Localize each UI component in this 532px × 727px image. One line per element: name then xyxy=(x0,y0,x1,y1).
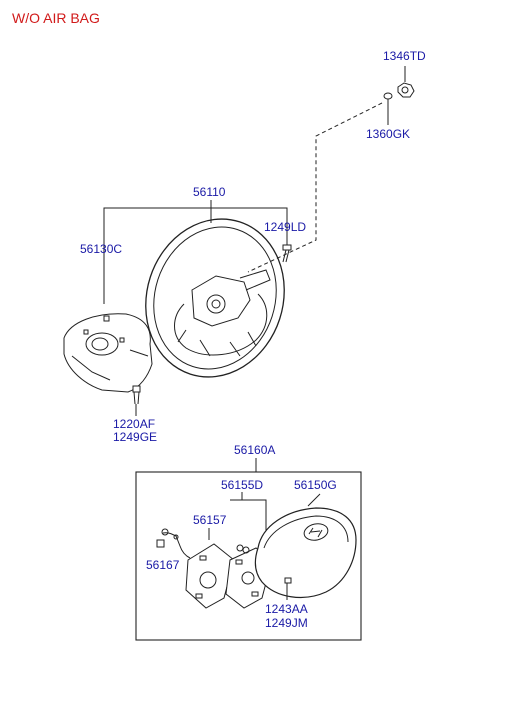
cover-56130c xyxy=(63,313,153,393)
kit-box-56160a xyxy=(135,471,362,641)
label-56130c: 56130C xyxy=(80,242,123,256)
label-56160a: 56160A xyxy=(234,443,276,457)
steering-wheel-56110 xyxy=(145,218,285,378)
label-1243aa: 1243AA xyxy=(265,602,308,616)
bolt-1249ld xyxy=(282,243,292,263)
leader-56150g xyxy=(307,493,321,507)
label-1249ge: 1249GE xyxy=(113,430,158,444)
label-1220af: 1220AF xyxy=(113,417,156,431)
label-1346td: 1346TD xyxy=(383,49,426,63)
screw-1243aa xyxy=(284,577,292,600)
label-56110: 56110 xyxy=(193,185,226,199)
label-1249ld: 1249LD xyxy=(264,220,307,234)
horn-pad-56150g xyxy=(254,507,357,599)
label-1360gk: 1360GK xyxy=(366,127,411,141)
diagram-title: W/O AIR BAG xyxy=(12,10,100,26)
label-56155d: 56155D xyxy=(221,478,264,492)
washer-1360gk xyxy=(383,92,393,125)
assembly-axis-line xyxy=(247,102,383,273)
label-1249jm: 1249JM xyxy=(265,616,308,630)
screw-1220af xyxy=(132,385,141,416)
leader-56110 xyxy=(103,200,288,304)
label-56157: 56157 xyxy=(193,513,227,527)
label-56167: 56167 xyxy=(146,558,180,572)
harness-56167 xyxy=(156,528,191,559)
nut-1346td xyxy=(397,66,415,98)
plate-56157 xyxy=(185,543,235,609)
label-56150g: 56150G xyxy=(294,478,337,492)
